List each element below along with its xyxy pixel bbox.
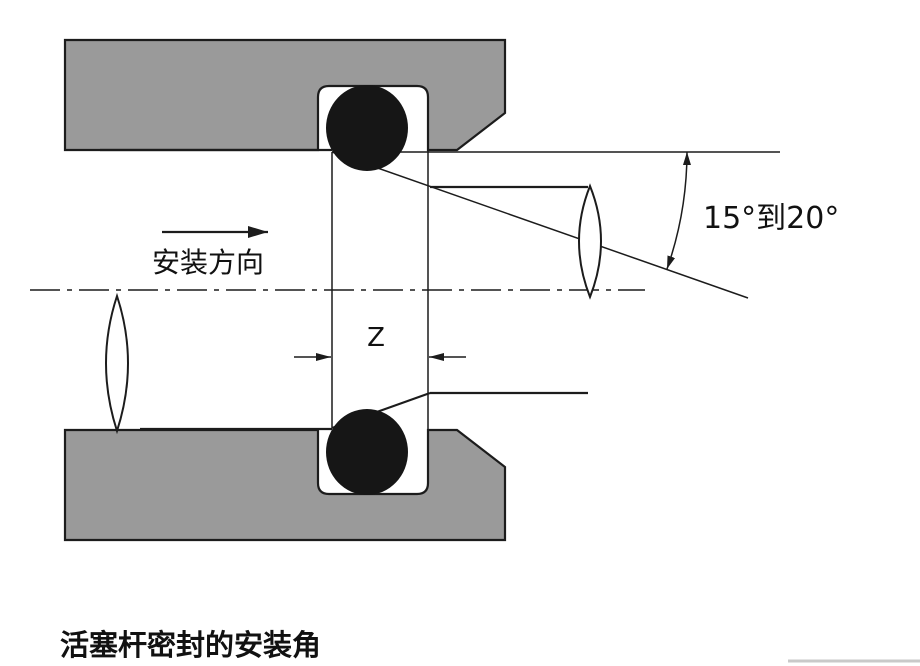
- figure-caption: 活塞杆密封的安装角: [60, 628, 321, 662]
- angle-arc: [666, 151, 691, 270]
- z-label: Z: [367, 323, 385, 353]
- seal-cross-section-bottom: [326, 409, 408, 495]
- angle-label: 15°到20°: [703, 201, 839, 236]
- install-direction-label: 安装方向: [152, 246, 264, 279]
- housing-block-bottom: [63, 428, 507, 542]
- housing-block-top: [63, 38, 507, 152]
- rod-break-symbol-right: [578, 183, 602, 300]
- seal-cross-section-top: [326, 85, 408, 171]
- rod-chamfer-line: [331, 151, 749, 299]
- rod-break-symbol-left: [105, 292, 129, 435]
- piston-rod: [100, 148, 602, 435]
